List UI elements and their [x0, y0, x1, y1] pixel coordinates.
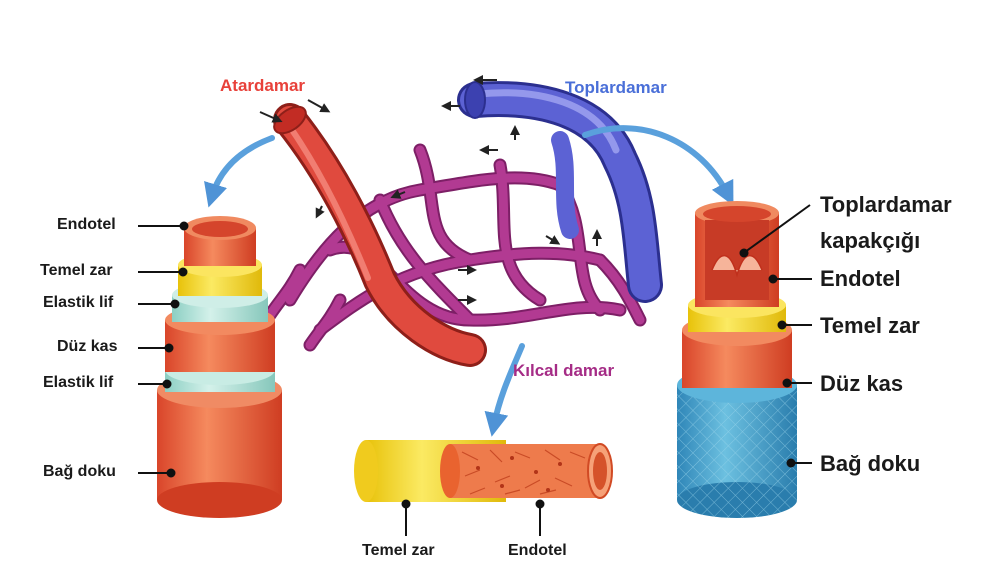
- vein-vessel: [457, 81, 663, 303]
- artery-label-duz-kas: Düz kas: [57, 338, 118, 355]
- artery-label-elastik-lif-2: Elastik lif: [43, 374, 114, 391]
- artery-label-endotel: Endotel: [57, 216, 116, 233]
- zoom-arrows: [204, 125, 734, 437]
- leader-lines: [138, 204, 812, 536]
- artery-label-temel-zar: Temel zar: [40, 262, 113, 279]
- vein-header: Toplardamar: [565, 78, 667, 97]
- vein-label-duz-kas: Düz kas: [820, 371, 904, 396]
- vein-label-bag-doku: Bağ doku: [820, 451, 921, 476]
- artery-vessel: [273, 103, 487, 367]
- flow-arrows: [259, 75, 602, 305]
- capillary-label-temel-zar: Temel zar: [362, 542, 435, 559]
- capillary-tube: [354, 440, 613, 502]
- vein-cylinder: [677, 201, 797, 518]
- vein-label-kapakcik-line1: Toplardamar: [820, 192, 952, 217]
- vein-label-kapakcik-line2: kapakçığı: [820, 228, 921, 253]
- artery-header: Atardamar: [220, 76, 306, 95]
- artery-label-elastik-lif-1: Elastik lif: [43, 294, 114, 311]
- vein-label-temel-zar: Temel zar: [820, 313, 920, 338]
- capillary-label-endotel: Endotel: [508, 542, 567, 559]
- vein-label-endotel: Endotel: [820, 266, 901, 291]
- artery-label-bag-doku: Bağ doku: [43, 463, 116, 480]
- artery-cylinder: [157, 216, 282, 518]
- capillary-header: Kılcal damar: [513, 361, 615, 380]
